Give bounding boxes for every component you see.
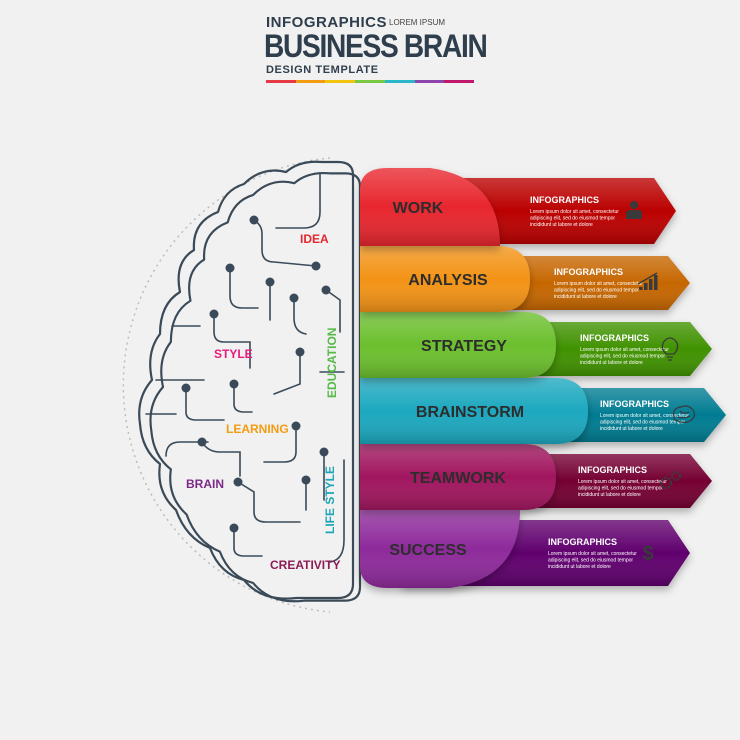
- step-info-text: Lorem ipsum dolor sit amet, consectetur: [554, 281, 643, 287]
- dollar-icon: $: [642, 543, 653, 565]
- step-info-text: incididunt ut labore et dolore: [530, 222, 593, 228]
- chart-icon: [637, 272, 658, 290]
- step-info-text: adipiscing elit, sed do eiusmod tempor: [578, 486, 663, 492]
- lightbulb-icon: [661, 337, 679, 361]
- brain-circuit-nodes: [181, 215, 331, 533]
- step-band-brainstorm[interactable]: BRAINSTORM: [360, 378, 588, 444]
- step-list: INFOGRAPHICS Lorem ipsum dolor sit amet, …: [360, 168, 726, 588]
- brain-label-brain: BRAIN: [186, 477, 224, 491]
- step-label: SUCCESS: [389, 542, 467, 559]
- brain-label-learning: LEARNING: [226, 422, 289, 436]
- step-info-title: INFOGRAPHICS: [554, 267, 623, 277]
- step-info-text: adipiscing elit, sed do eiusmod tempor: [600, 420, 685, 426]
- brain-label-education: EDUCATION: [325, 328, 339, 398]
- brain-label-creativity: CREATIVITY: [270, 558, 340, 572]
- step-info-title: INFOGRAPHICS: [530, 195, 599, 205]
- step-band-analysis[interactable]: ANALYSIS: [360, 246, 530, 312]
- step-info-text: incididunt ut labore et dolore: [600, 426, 663, 432]
- step-info-text: incididunt ut labore et dolore: [548, 564, 611, 570]
- title-bar-segment: [384, 80, 415, 83]
- step-info-text: Lorem ipsum dolor sit amet, consectetur: [580, 347, 669, 353]
- step-info-title: INFOGRAPHICS: [578, 465, 647, 475]
- header-kicker: INFOGRAPHICS: [266, 14, 388, 31]
- page-subtitle: DESIGN TEMPLATE: [266, 64, 379, 76]
- title-bar-segment: [295, 80, 326, 83]
- step-info-text: incididunt ut labore et dolore: [554, 294, 617, 300]
- step-info-text: adipiscing elit, sed do eiusmod tempor: [580, 354, 665, 360]
- step-info-text: adipiscing elit, sed do eiusmod tempor: [548, 558, 633, 564]
- step-label: STRATEGY: [421, 338, 507, 355]
- title-bar-segment: [414, 80, 445, 83]
- title-bar-segment: [325, 80, 356, 83]
- header-lorem: LOREM IPSUM: [389, 18, 446, 27]
- step-info-title: INFOGRAPHICS: [580, 333, 649, 343]
- page-title: BUSINESS BRAIN: [264, 28, 488, 64]
- brain-label-lifestyle: LIFE STYLE: [323, 466, 337, 534]
- gears-icon: [659, 470, 682, 490]
- step-info-text: adipiscing elit, sed do eiusmod tempor: [530, 216, 615, 222]
- step-label: TEAMWORK: [410, 470, 506, 487]
- svg-text:$: $: [642, 543, 653, 565]
- title-bar-segment: [266, 80, 296, 83]
- brain-labels: IDEA STYLE EDUCATION LEARNING BRAIN LIFE…: [186, 232, 340, 572]
- step-info-title: INFOGRAPHICS: [600, 399, 669, 409]
- step-info-text: incididunt ut labore et dolore: [580, 360, 643, 366]
- person-icon: [626, 201, 642, 219]
- step-bands-layer: SUCCESS TEAMWORK BRAINSTORM STRATEGY ANALYSI…: [360, 168, 588, 588]
- step-info-text: incididunt ut labore et dolore: [578, 492, 641, 498]
- brain-icon: [673, 405, 696, 424]
- step-band-strategy[interactable]: STRATEGY: [360, 312, 556, 378]
- title-bar-segment: [355, 80, 385, 83]
- step-label: WORK: [393, 200, 444, 217]
- step-band-teamwork[interactable]: TEAMWORK: [360, 444, 556, 510]
- step-band-work[interactable]: WORK: [360, 168, 500, 246]
- step-info-text: adipiscing elit, sed do eiusmod tempor: [554, 288, 639, 294]
- brain-label-style: STYLE: [214, 347, 253, 361]
- step-info-text: Lorem ipsum dolor sit amet, consectetur: [578, 479, 667, 485]
- step-label: ANALYSIS: [408, 272, 488, 289]
- step-band-success[interactable]: SUCCESS: [360, 510, 520, 588]
- brain-label-idea: IDEA: [300, 232, 329, 246]
- step-info-title: INFOGRAPHICS: [548, 537, 617, 547]
- step-label: BRAINSTORM: [416, 404, 524, 421]
- title-bar-segment: [444, 80, 475, 83]
- title-color-bar: [266, 80, 475, 83]
- step-info-text: Lorem ipsum dolor sit amet, consectetur: [530, 209, 619, 215]
- brain-outline: [138, 160, 362, 603]
- step-info-text: Lorem ipsum dolor sit amet, consectetur: [548, 551, 637, 557]
- step-info-text: Lorem ipsum dolor sit amet, consectetur: [600, 413, 689, 419]
